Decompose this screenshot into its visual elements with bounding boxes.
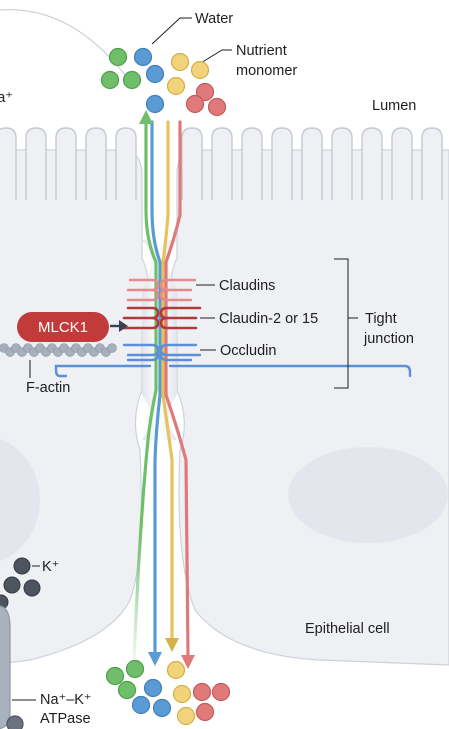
water-particle <box>133 47 153 67</box>
f-actin-label: F-actin <box>26 380 70 396</box>
green-particle <box>117 680 137 700</box>
water-particle <box>145 94 165 114</box>
red-particle <box>185 94 205 114</box>
left-nucleus <box>0 438 40 562</box>
lumen-label: Lumen <box>372 98 416 114</box>
blue-flux-path <box>150 120 162 654</box>
flux-paths <box>132 120 190 662</box>
water-label: Water <box>195 11 233 27</box>
yellow-arrowhead-down <box>165 638 179 652</box>
water-particle <box>152 698 172 718</box>
na-ion-label: la⁺ <box>0 90 13 106</box>
green-arrowhead-up <box>139 110 153 124</box>
nutrient-particle <box>172 684 192 704</box>
nutrient-particle <box>176 706 196 726</box>
green-particle <box>100 70 120 90</box>
basal-particles <box>105 659 231 726</box>
right-nucleus <box>288 447 448 543</box>
green-particle <box>108 47 128 67</box>
green-flux-path <box>132 120 158 662</box>
mlck1-arrowhead <box>119 320 128 332</box>
red-particle <box>207 97 227 117</box>
nutrient-particle <box>190 60 210 80</box>
green-particle <box>105 666 125 686</box>
nutrient-leader <box>195 49 232 67</box>
water-particle <box>145 64 165 84</box>
green-particle <box>125 659 145 679</box>
mlck1-label: MLCK1 <box>38 319 88 336</box>
k-ions <box>0 557 41 610</box>
red-particle <box>195 702 215 722</box>
atpase-label-line1: Na⁺–K⁺ <box>40 692 92 708</box>
water-leader <box>151 17 192 45</box>
right-cell <box>169 149 449 666</box>
nutrient-particle <box>166 76 186 96</box>
red-particle <box>211 682 231 702</box>
epithelial-cells <box>0 149 449 666</box>
yellow-flux-path <box>161 120 174 642</box>
green-particle <box>122 70 142 90</box>
left-cell <box>0 149 150 665</box>
lumen-particles <box>100 47 227 117</box>
occludin-label: Occludin <box>220 343 276 359</box>
tight-junction-label-line1: Tight <box>365 311 397 327</box>
atpase-label-line2: ATPase <box>40 711 91 727</box>
mlck1-pill <box>17 312 109 342</box>
lumen-boundary <box>0 9 126 76</box>
nutrient-label-line1: Nutrient <box>236 43 287 59</box>
red-particle <box>192 682 212 702</box>
claudin-strands <box>126 278 197 302</box>
leader-lines <box>12 17 358 701</box>
water-particle <box>131 695 151 715</box>
water-particle <box>143 678 163 698</box>
occludin-strands <box>54 343 412 378</box>
red-arrowhead-down <box>181 655 195 669</box>
claudin-2-15-strands <box>122 306 202 330</box>
red-particle <box>195 82 215 102</box>
na-k-atpase <box>0 605 24 729</box>
tight-junction-label-line2: junction <box>363 331 414 347</box>
nutrient-particle <box>170 52 190 72</box>
nutrient-particle <box>166 660 186 680</box>
nutrient-label-line2: monomer <box>236 63 297 79</box>
k-ion-label: K⁺ <box>42 559 59 575</box>
microvilli-right <box>181 127 443 200</box>
claudins-label: Claudins <box>219 278 275 294</box>
claudin-2-15-label: Claudin-2 or 15 <box>219 311 318 327</box>
f-actin-filament <box>0 343 117 357</box>
epithelial-cell-label: Epithelial cell <box>305 621 390 637</box>
microvilli-left <box>0 127 137 200</box>
tight-junction-bracket <box>334 258 358 389</box>
blue-arrowhead-down <box>148 652 162 666</box>
red-flux-path <box>164 120 190 657</box>
